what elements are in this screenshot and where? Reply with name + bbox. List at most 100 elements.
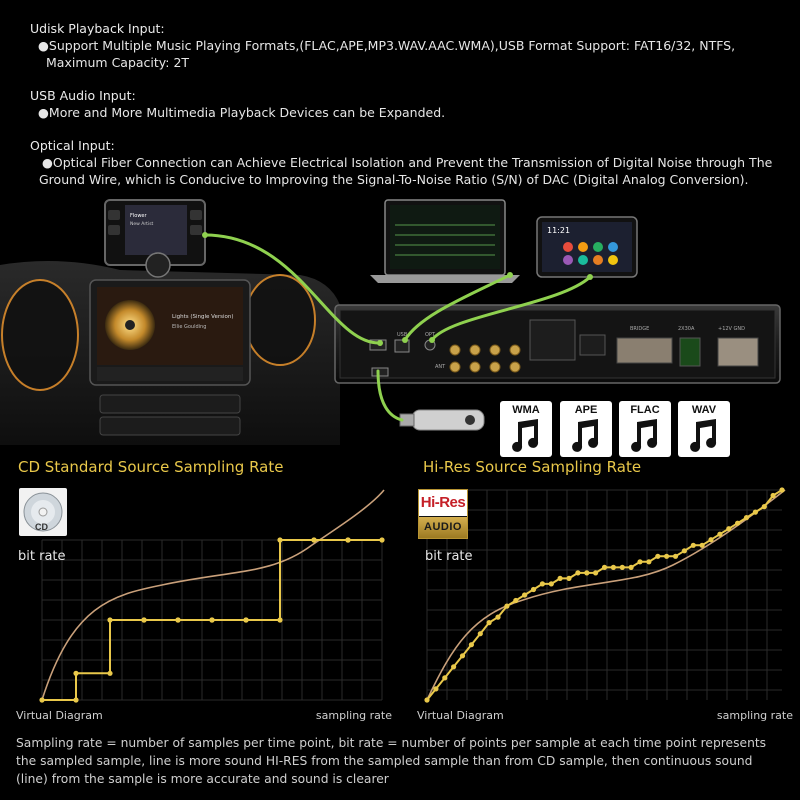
- analog-curve-line: [426, 489, 786, 701]
- sample-point: [379, 537, 385, 543]
- cd-xlabel-left: Virtual Diagram: [16, 709, 103, 722]
- sample-point: [752, 509, 758, 515]
- hires-badge-top: Hi-Res: [419, 490, 467, 516]
- sample-point: [664, 553, 670, 559]
- format-label: FLAC: [630, 404, 660, 416]
- amplifier: USB OPT ANT BRIDGE 2X30A +12V GND: [334, 304, 781, 384]
- sample-point: [107, 670, 113, 676]
- opt-port-label: OPT: [425, 332, 436, 338]
- fuse-label: 2X30A: [678, 326, 695, 332]
- format-label: WAV: [691, 404, 717, 416]
- cd-badge-text: CD: [35, 522, 48, 532]
- analog-curve-line: [41, 489, 385, 701]
- optical-text-cont: Ground Wire, which is Conducive to Impro…: [39, 172, 749, 187]
- hires-audio-icon: Hi-Res AUDIO: [418, 489, 468, 539]
- sample-point: [107, 617, 113, 623]
- format-label: WMA: [512, 404, 540, 416]
- optical-title: Optical Input:: [30, 138, 115, 153]
- music-note-icon: [572, 419, 599, 452]
- usb-text: ●More and More Multimedia Playback Devic…: [38, 105, 446, 120]
- sample-point: [243, 617, 249, 623]
- hires-chart-plot: [424, 487, 786, 703]
- usb-port-label: USB: [397, 332, 408, 338]
- cd-chart: CD bit rate Virtual Diagram sampling rat…: [12, 485, 392, 730]
- sample-point: [277, 537, 283, 543]
- udisk-text: ●Support Multiple Music Playing Formats,…: [38, 38, 736, 53]
- sample-point: [646, 559, 652, 565]
- sample-point: [619, 564, 625, 570]
- sample-point: [593, 570, 599, 576]
- car-screen-title: Lights (Single Version): [172, 314, 234, 320]
- sample-point: [513, 597, 519, 604]
- sample-point: [141, 617, 147, 623]
- music-note-icon: [690, 419, 717, 452]
- sample-point: [717, 531, 723, 537]
- cd-xlabel-right: sampling rate: [315, 709, 392, 722]
- connection-cables: [203, 233, 592, 422]
- optical-text: ●Optical Fiber Connection can Achieve El…: [42, 155, 773, 170]
- hires-ylabel: bit rate: [425, 549, 473, 564]
- sample-point: [495, 614, 501, 620]
- car-dashboard: Lights (Single Version) Ellie Goulding: [0, 261, 340, 445]
- sample-point: [175, 617, 181, 623]
- sample-point: [311, 537, 317, 543]
- sample-point: [530, 586, 537, 593]
- usb-stick: [399, 409, 485, 431]
- sample-point: [779, 487, 785, 493]
- small-screen-line1: Flower: [130, 213, 147, 219]
- music-note-icon: [631, 419, 658, 452]
- sample-point: [548, 581, 554, 587]
- sample-series-line: [426, 489, 783, 701]
- sample-point: [655, 553, 661, 559]
- sample-point: [209, 617, 215, 623]
- sample-point: [699, 542, 705, 548]
- small-head-unit: Flower New Artist: [104, 199, 206, 278]
- scene-illustration: Lights (Single Version) Ellie Goulding F…: [0, 199, 781, 445]
- sample-point: [770, 492, 776, 499]
- sample-point: [451, 664, 457, 670]
- intro-text: Udisk Playback Input: ●Support Multiple …: [30, 20, 790, 188]
- sample-point: [637, 559, 643, 565]
- cd-chart-title: CD Standard Source Sampling Rate: [18, 458, 284, 476]
- sample-point: [681, 548, 687, 554]
- cd-ylabel: bit rate: [18, 549, 66, 564]
- sample-point: [566, 575, 572, 581]
- bridge-label: BRIDGE: [630, 326, 649, 332]
- cd-chart-plot: [39, 489, 385, 703]
- sample-point: [345, 537, 351, 543]
- hires-xlabel-left: Virtual Diagram: [417, 709, 504, 722]
- sample-point: [584, 570, 590, 576]
- sample-point: [277, 617, 283, 623]
- music-note-icon: [512, 419, 539, 452]
- hires-xlabel-right: sampling rate: [716, 709, 793, 722]
- sample-point: [672, 553, 679, 559]
- sample-point: [690, 542, 696, 548]
- sample-point: [39, 697, 45, 703]
- sample-point: [468, 642, 474, 648]
- sample-point: [424, 697, 430, 703]
- footer-description: Sampling rate = number of samples per ti…: [16, 736, 767, 786]
- format-badge-flac: FLAC: [619, 401, 671, 457]
- laptop: [370, 199, 520, 283]
- small-screen-line2: New Artist: [130, 221, 154, 227]
- format-badge-wma: WMA: [500, 401, 552, 457]
- sample-point: [504, 603, 510, 609]
- sample-point: [743, 515, 750, 521]
- sample-point: [601, 564, 608, 570]
- sample-point: [486, 620, 492, 626]
- hires-chart-title: Hi-Res Source Sampling Rate: [423, 458, 642, 476]
- sample-point: [442, 675, 448, 681]
- tablet: 11:21: [536, 216, 638, 278]
- sample-point: [459, 653, 466, 659]
- sample-point: [522, 592, 528, 598]
- sample-point: [726, 526, 732, 532]
- format-badge-wav: WAV: [678, 401, 730, 457]
- cable-endpoints: [202, 232, 593, 346]
- udisk-text-cont: Maximum Capacity: 2T: [46, 55, 190, 70]
- usb-title: USB Audio Input:: [30, 88, 136, 103]
- sample-point: [610, 564, 616, 570]
- power-label: +12V GND: [718, 326, 745, 332]
- sample-point: [539, 581, 545, 587]
- sample-point: [73, 697, 79, 703]
- sample-point: [761, 504, 767, 510]
